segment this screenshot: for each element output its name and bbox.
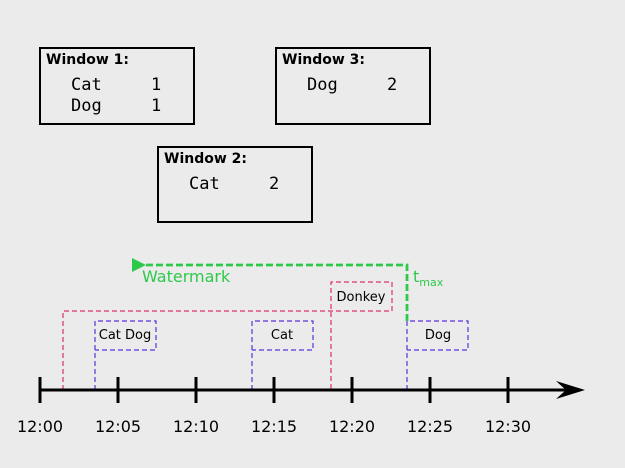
tick-label: 12:30 [485,417,531,436]
tmax-label: tmax [413,267,444,289]
window-2-row-count: 2 [269,174,280,194]
tick-label: 12:10 [173,417,219,436]
dog-event-label: Dog [425,328,451,343]
donkey-event-label: Donkey [337,290,386,305]
cat-event-bracket [251,320,314,390]
tick-label: 12:05 [95,417,141,436]
cat-event-label: Cat [271,328,293,343]
window-1-title: Window 1: [46,52,129,68]
window-1-row-key: Cat [71,75,102,95]
donkey-event-bracket [62,281,393,390]
window-1-row-count: 1 [151,96,162,116]
watermark-line [142,263,409,321]
window-3-title: Window 3: [282,52,365,68]
window-1-box: Window 1: Cat 1 Dog 1 [39,47,195,125]
watermark-label: Watermark [142,267,231,286]
watermark-arrow-icon [132,258,146,272]
tick-label: 12:25 [407,417,453,436]
window-1-row-key: Dog [71,96,102,116]
window-2-row-key: Cat [189,174,220,194]
timeline-arrow-icon [556,381,585,399]
window-1-row-count: 1 [151,75,162,95]
tick-marks [38,377,510,403]
window-3-box: Window 3: Dog 2 [275,47,431,125]
window-3-row-count: 2 [387,75,398,95]
window-2-box: Window 2: Cat 2 [157,146,313,223]
tick-label: 12:15 [251,417,297,436]
window-2-title: Window 2: [164,151,247,167]
tick-label: 12:20 [329,417,375,436]
tick-label: 12:00 [17,417,63,436]
catdog-event-label: Cat Dog [99,328,152,343]
window-3-row-key: Dog [307,75,338,95]
dog-event-bracket [406,320,469,390]
catdog-event-bracket [94,320,157,390]
